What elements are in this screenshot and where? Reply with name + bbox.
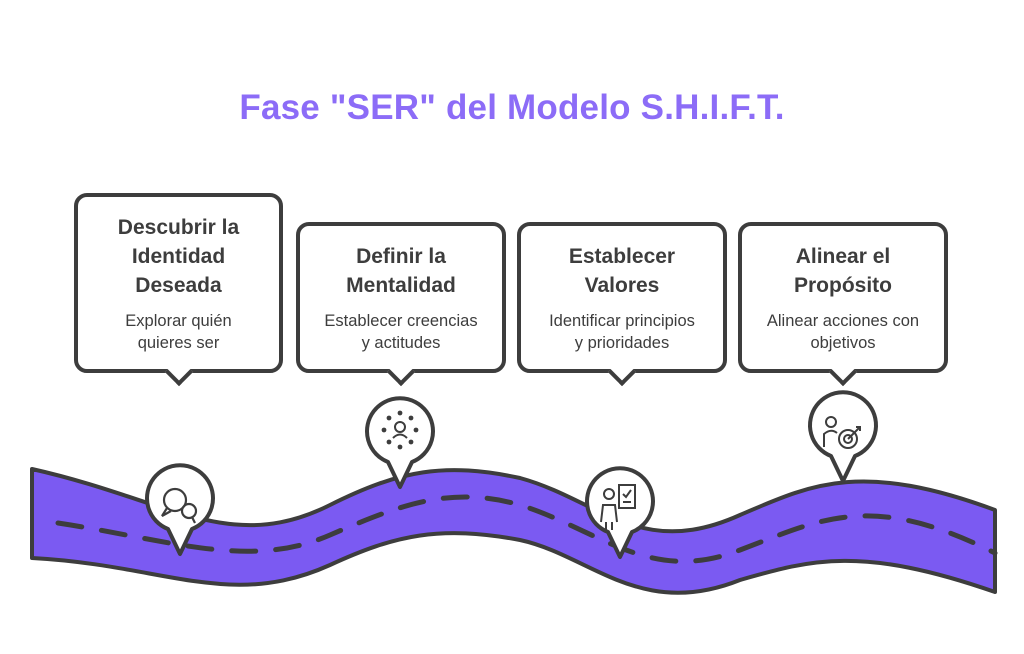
diagram-title: Fase "SER" del Modelo S.H.I.F.T. [239, 88, 785, 127]
mindset-circle-icon [381, 410, 419, 450]
step-1-description: Explorar quién quieres ser [125, 312, 232, 352]
step-card-1: Descubrir la Identidad Deseada Explorar … [74, 193, 283, 373]
person-target-icon [823, 416, 861, 449]
road-center-line [55, 494, 998, 564]
chat-bubbles-icon [161, 487, 198, 524]
step-2-heading: Definir la Mentalidad [346, 245, 456, 297]
marker-1 [145, 463, 215, 556]
step-1-heading: Descubrir la Identidad Deseada [117, 216, 240, 297]
presenter-board-icon [600, 484, 636, 530]
step-3-heading: Establecer Valores [568, 245, 676, 297]
marker-2 [365, 396, 435, 489]
step-4-heading: Alinear el Propósito [794, 245, 892, 297]
step-2-description: Establecer creencias y actitudes [324, 312, 478, 352]
step-4-description: Alinear acciones con objetivos [766, 312, 920, 352]
step-card-3: Establecer Valores Identificar principio… [517, 222, 727, 373]
step-3-description: Identificar principios y prioridades [549, 312, 695, 352]
step-card-4: Alinear el Propósito Alinear acciones co… [738, 222, 948, 373]
marker-4 [808, 390, 878, 483]
step-card-2: Definir la Mentalidad Establecer creenci… [296, 222, 506, 373]
marker-3 [585, 466, 655, 559]
